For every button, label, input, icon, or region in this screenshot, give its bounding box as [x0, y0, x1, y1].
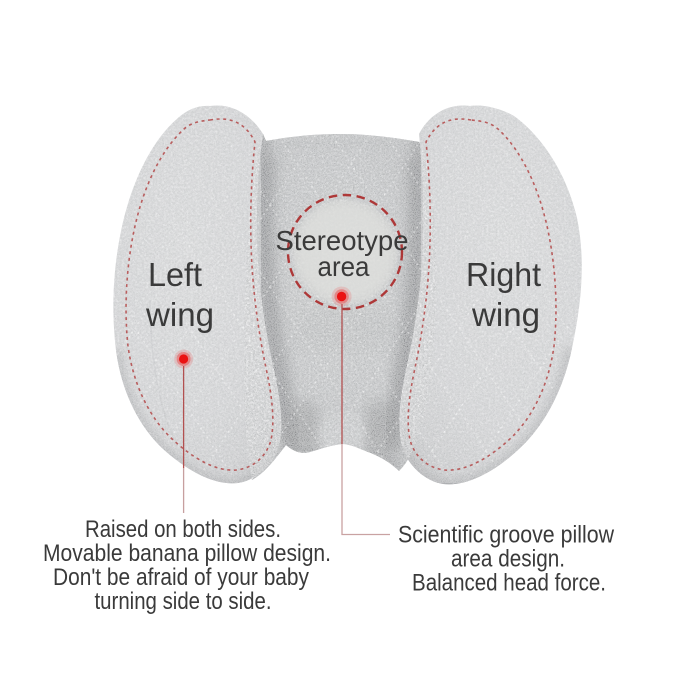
svg-text:area: area [318, 251, 370, 282]
svg-text:wing: wing [471, 296, 540, 333]
svg-text:Movable banana pillow design.: Movable banana pillow design. [43, 540, 331, 567]
svg-text:Don't be afraid of your baby: Don't be afraid of your baby [53, 564, 310, 591]
svg-text:wing: wing [145, 296, 214, 333]
svg-text:area design.: area design. [451, 546, 565, 573]
svg-text:Right: Right [466, 256, 541, 293]
svg-text:Stereotype: Stereotype [276, 225, 409, 256]
svg-text:Left: Left [148, 256, 202, 293]
svg-text:turning side to side.: turning side to side. [95, 588, 272, 615]
svg-text:Scientific groove pillow: Scientific groove pillow [398, 522, 614, 549]
svg-text:Balanced head force.: Balanced head force. [412, 570, 606, 597]
svg-text:Raised on both sides.: Raised on both sides. [85, 516, 281, 543]
